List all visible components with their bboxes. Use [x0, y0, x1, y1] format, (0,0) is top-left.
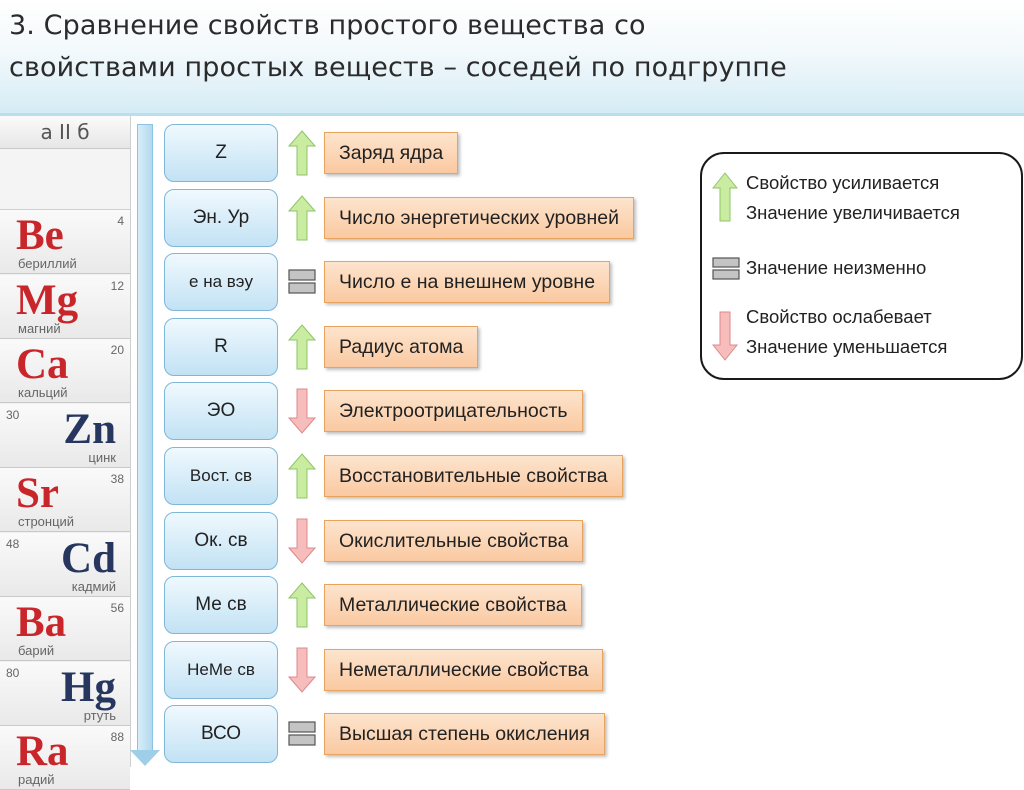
- element-symbol: Hg: [61, 663, 116, 711]
- equal-icon: [288, 721, 316, 746]
- property-abbr-box: ЭО: [164, 382, 278, 441]
- legend-up-line-1: Свойство усиливается: [746, 172, 940, 193]
- element-cell: Zn 30 цинк: [0, 403, 130, 468]
- up-arrow-icon: [288, 194, 316, 241]
- property-label: Заряд ядра: [324, 132, 459, 174]
- element-number: 48: [6, 536, 20, 551]
- property-abbr-box: ВСО: [164, 705, 278, 764]
- up-arrow-icon: [712, 172, 738, 222]
- property-label: Окислительные свойства: [324, 519, 584, 562]
- element-cell: Cd 48 кадмий: [0, 532, 130, 597]
- element-name: магний: [18, 320, 61, 336]
- legend-up-line-2: Значение увеличивается: [746, 202, 960, 223]
- legend-down-line-2: Значение уменьшается: [746, 336, 948, 357]
- subgroup-down-arrow-head: [130, 750, 160, 766]
- element-cell: Ra 88 радий: [0, 726, 130, 790]
- property-abbr-box: Эн. Ур: [164, 188, 278, 247]
- element-number: 12: [110, 278, 124, 293]
- legend-equal-line: Значение неизменно: [746, 257, 927, 278]
- element-name: цинк: [88, 449, 116, 465]
- property-abbr-box: Z: [164, 124, 278, 182]
- property-label: Радиус атома: [324, 325, 479, 368]
- element-number: 56: [110, 601, 124, 615]
- element-name: кадмий: [71, 578, 116, 594]
- element-name: барий: [18, 643, 55, 658]
- equal-icon: [288, 269, 316, 294]
- legend-down-line-1: Свойство ослабевает: [746, 306, 932, 327]
- element-symbol: Mg: [16, 276, 79, 324]
- property-label: Число энергетических уровней: [324, 196, 635, 239]
- element-cell: Be 4 бериллий: [0, 210, 130, 274]
- empty-cell: [0, 149, 130, 210]
- element-symbol: Sr: [16, 470, 59, 517]
- element-name: радий: [18, 772, 55, 787]
- property-abbr-box: НеМе св: [164, 640, 278, 699]
- property-label: Металлические свойства: [324, 584, 582, 627]
- slide-title-line-1: 3. Сравнение свойств простого вещества с…: [9, 10, 646, 41]
- property-abbr-box: Ме св: [164, 576, 278, 635]
- up-arrow-icon: [288, 453, 316, 499]
- element-cell: Ca 20 кальций: [0, 339, 130, 403]
- element-name: бериллий: [18, 256, 77, 271]
- down-arrow-icon: [288, 518, 316, 564]
- element-number: 88: [110, 730, 124, 744]
- element-symbol: Ca: [16, 341, 69, 388]
- legend-box: Свойство усиливается Значение увеличивае…: [700, 152, 1023, 380]
- down-arrow-icon: [288, 647, 316, 693]
- element-symbol: Cd: [61, 534, 116, 582]
- element-number: 38: [110, 472, 124, 486]
- group-header: а II б: [0, 116, 130, 149]
- element-name: стронций: [18, 514, 75, 529]
- element-name: ртуть: [83, 707, 116, 723]
- element-cell: Sr 38 стронций: [0, 468, 130, 532]
- up-arrow-icon: [288, 324, 316, 370]
- element-cell: Ba 56 барий: [0, 597, 130, 661]
- element-symbol: Be: [16, 212, 64, 259]
- property-label: Высшая степень окисления: [324, 713, 605, 756]
- property-abbr-box: Вост. св: [164, 447, 278, 505]
- down-arrow-icon: [288, 388, 316, 435]
- slide-title-line-2: свойствами простых веществ – соседей по …: [9, 52, 787, 83]
- element-cell: Hg 80 ртуть: [0, 661, 130, 726]
- subgroup-down-arrow: [137, 124, 153, 753]
- up-arrow-icon: [288, 130, 316, 176]
- property-abbr-box: Ок. св: [164, 511, 278, 570]
- property-label: Восстановительные свойства: [324, 455, 623, 497]
- property-abbr-box: е на вэу: [164, 253, 278, 312]
- property-label: Неметаллические свойства: [324, 648, 604, 691]
- element-symbol: Ra: [16, 728, 69, 775]
- element-number: 30: [6, 407, 20, 422]
- element-number: 4: [117, 214, 124, 228]
- element-cell: Mg 12 магний: [0, 274, 130, 339]
- property-label: Число е на внешнем уровне: [324, 261, 611, 304]
- equal-icon: [712, 257, 740, 280]
- element-symbol: Zn: [63, 405, 116, 453]
- up-arrow-icon: [288, 582, 316, 628]
- element-number: 80: [6, 665, 20, 680]
- property-label: Электроотрицательность: [324, 390, 583, 433]
- property-abbr-box: R: [164, 317, 278, 376]
- element-name: кальций: [18, 385, 68, 400]
- element-number: 20: [110, 343, 124, 357]
- down-arrow-icon: [712, 311, 738, 361]
- element-symbol: Ba: [16, 599, 67, 646]
- slide-title-bar: 3. Сравнение свойств простого вещества с…: [0, 0, 1024, 116]
